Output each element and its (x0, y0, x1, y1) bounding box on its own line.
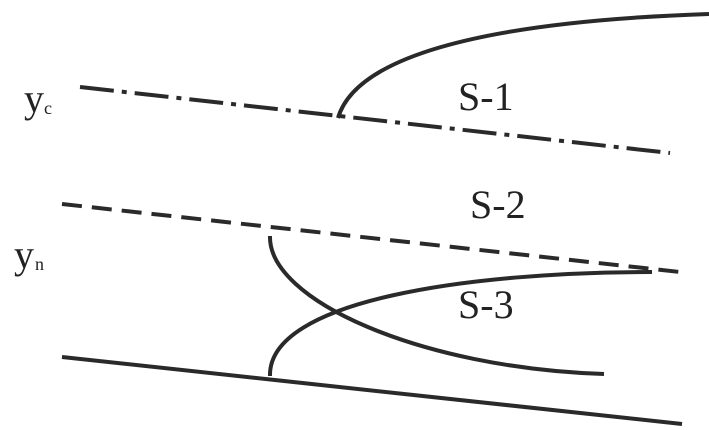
normal-depth-subscript: n (35, 254, 44, 274)
critical-depth-line (79, 85, 671, 155)
normal-depth-line (61, 202, 681, 274)
s3-profile-curve (267, 270, 653, 377)
s1-profile-curve (336, 12, 709, 119)
zone-label-s2: S-2 (470, 182, 526, 227)
s2-profile-curve (267, 235, 605, 376)
zone-label-s3: S-3 (458, 282, 514, 327)
critical-depth-subscript: c (44, 98, 52, 118)
channel-bed-line (61, 355, 683, 426)
normal-depth-label: y (14, 232, 34, 277)
zone-label-s1: S-1 (458, 74, 514, 119)
critical-depth-label: y (24, 76, 44, 121)
